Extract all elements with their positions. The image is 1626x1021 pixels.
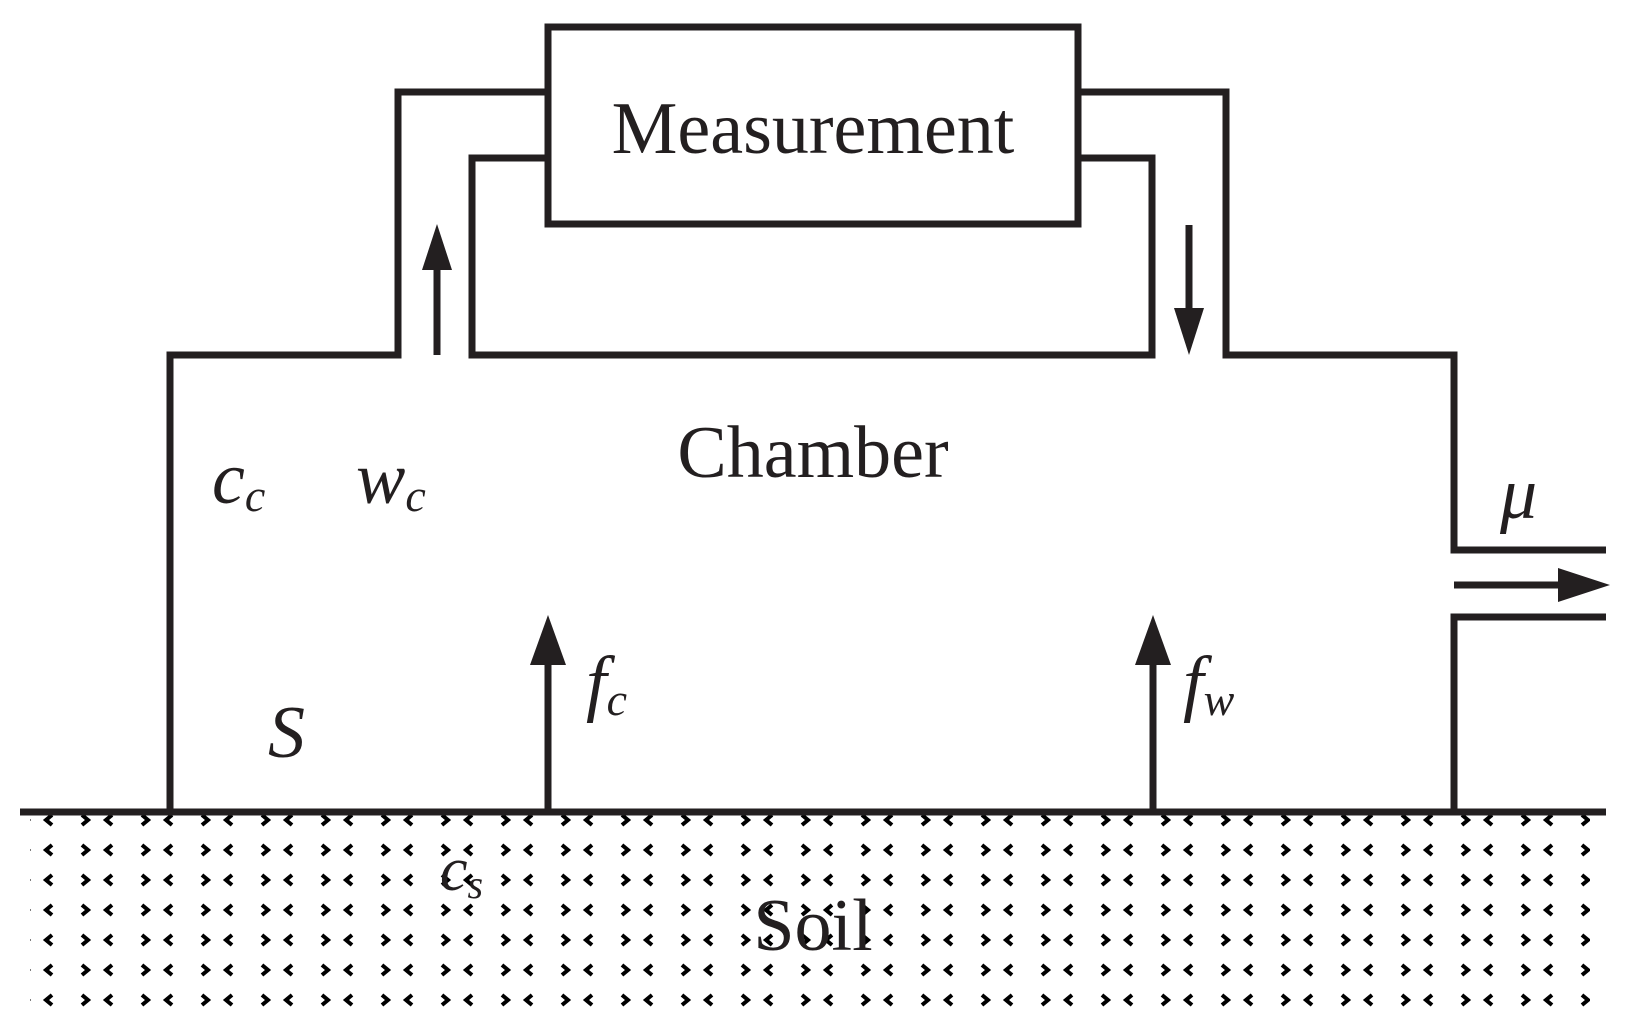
chamber-concentration-label: cc [212, 438, 265, 521]
soil-region [30, 815, 1590, 1010]
flux-w-arrow [1135, 615, 1171, 812]
flux-c-label: fc [586, 642, 627, 725]
downflow-arrow [1174, 225, 1204, 355]
outflow-label: μ [1499, 453, 1537, 535]
measurement-box [544, 23, 1082, 228]
upflow-arrow [422, 224, 452, 355]
chamber-water-label: wc [356, 438, 426, 521]
chamber-outlet-lower [1450, 613, 1606, 812]
soil-label: Soil [753, 885, 872, 967]
chamber-label: Chamber [677, 412, 948, 494]
area-label: S [268, 692, 305, 774]
soil-concentration-label: cs [440, 836, 483, 907]
chamber-outline [166, 88, 546, 812]
flux-w-label: fw [1183, 642, 1235, 725]
chamber-outline-right [1078, 88, 1606, 554]
flux-c-arrow [530, 615, 566, 812]
tubing-loop [468, 154, 1156, 359]
outflow-arrow [1454, 568, 1610, 602]
measurement-label: Measurement [612, 88, 1015, 170]
